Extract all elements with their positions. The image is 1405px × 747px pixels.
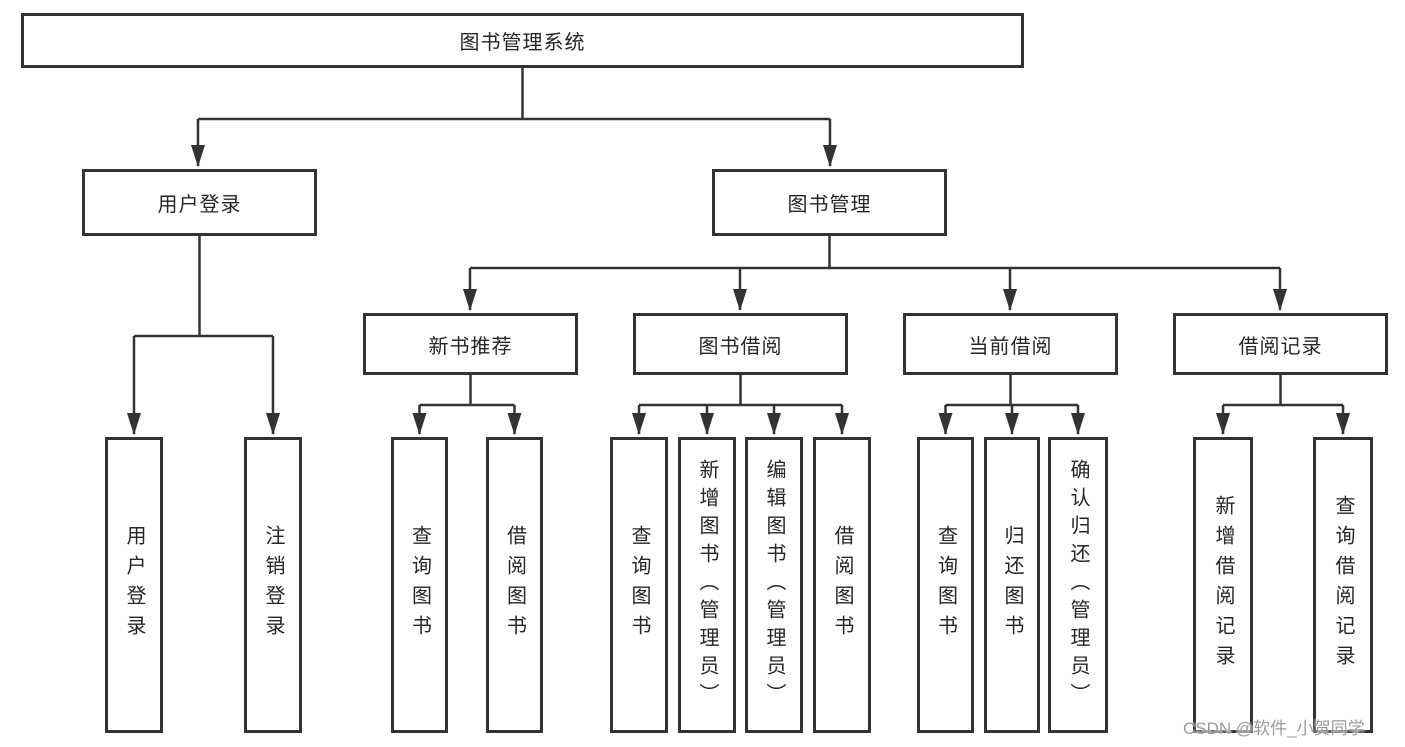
leaf-confirm-return-admin-label: 确认归还（管理员） bbox=[1067, 459, 1089, 711]
node-book-borrow-label: 图书借阅 bbox=[698, 335, 783, 358]
connector-borrow-stem bbox=[639, 375, 842, 407]
connector-records-stem bbox=[1223, 375, 1343, 407]
leaf-query-book-1-label: 查询图书 bbox=[408, 525, 431, 645]
leaf-edit-book-admin: 编辑图书（管理员） bbox=[745, 437, 803, 733]
node-current-borrow: 当前借阅 bbox=[903, 313, 1118, 375]
node-root: 图书管理系统 bbox=[21, 13, 1024, 68]
leaf-query-book-3: 查询图书 bbox=[917, 437, 974, 733]
connector-root-stem bbox=[198, 68, 830, 121]
leaf-query-book-1: 查询图书 bbox=[391, 437, 448, 733]
leaf-return-book-label: 归还图书 bbox=[1001, 525, 1023, 645]
node-book-mgmt: 图书管理 bbox=[712, 169, 947, 236]
leaf-borrow-book-2: 借阅图书 bbox=[813, 437, 871, 733]
node-new-book-recommend-label: 新书推荐 bbox=[428, 335, 513, 358]
leaf-user-login: 用户登录 bbox=[105, 437, 163, 733]
leaf-return-book: 归还图书 bbox=[984, 437, 1040, 733]
node-book-borrow: 图书借阅 bbox=[633, 313, 848, 375]
connector-new-book-stem bbox=[419, 375, 515, 407]
leaf-borrow-book-2-label: 借阅图书 bbox=[831, 525, 853, 645]
node-user-login: 用户登录 bbox=[82, 169, 317, 236]
connector-user-login-stem bbox=[134, 236, 273, 338]
leaf-user-login-label: 用户登录 bbox=[123, 525, 145, 645]
leaf-add-book-admin-label: 新增图书（管理员） bbox=[696, 459, 718, 711]
leaf-add-borrow-record-label: 新增借阅记录 bbox=[1212, 495, 1234, 675]
leaf-query-book-2: 查询图书 bbox=[610, 437, 668, 733]
node-borrow-records: 借阅记录 bbox=[1173, 313, 1388, 375]
node-book-mgmt-label: 图书管理 bbox=[787, 194, 872, 216]
leaf-add-borrow-record: 新增借阅记录 bbox=[1193, 437, 1253, 733]
leaf-edit-book-admin-label: 编辑图书（管理员） bbox=[763, 459, 785, 711]
leaf-query-book-3-label: 查询图书 bbox=[934, 525, 957, 645]
leaf-confirm-return-admin: 确认归还（管理员） bbox=[1048, 437, 1108, 733]
leaf-borrow-book-1-label: 借阅图书 bbox=[503, 525, 526, 645]
leaf-query-borrow-record-label: 查询借阅记录 bbox=[1332, 495, 1354, 675]
leaf-query-borrow-record: 查询借阅记录 bbox=[1313, 437, 1373, 733]
connector-book-mgmt-stem bbox=[470, 236, 1280, 270]
csdn-watermark: CSDN @软件_小贺同学 bbox=[1183, 719, 1365, 738]
leaf-query-book-2-label: 查询图书 bbox=[628, 525, 650, 645]
node-new-book-recommend: 新书推荐 bbox=[363, 313, 578, 375]
leaf-add-book-admin: 新增图书（管理员） bbox=[678, 437, 736, 733]
node-borrow-records-label: 借阅记录 bbox=[1238, 335, 1323, 358]
leaf-logout-label: 注销登录 bbox=[262, 525, 284, 645]
node-user-login-label: 用户登录 bbox=[157, 194, 242, 216]
connector-current-stem bbox=[945, 375, 1078, 407]
node-root-label: 图书管理系统 bbox=[459, 32, 586, 54]
leaf-logout: 注销登录 bbox=[244, 437, 302, 733]
leaf-borrow-book-1: 借阅图书 bbox=[486, 437, 543, 733]
node-current-borrow-label: 当前借阅 bbox=[968, 335, 1053, 358]
